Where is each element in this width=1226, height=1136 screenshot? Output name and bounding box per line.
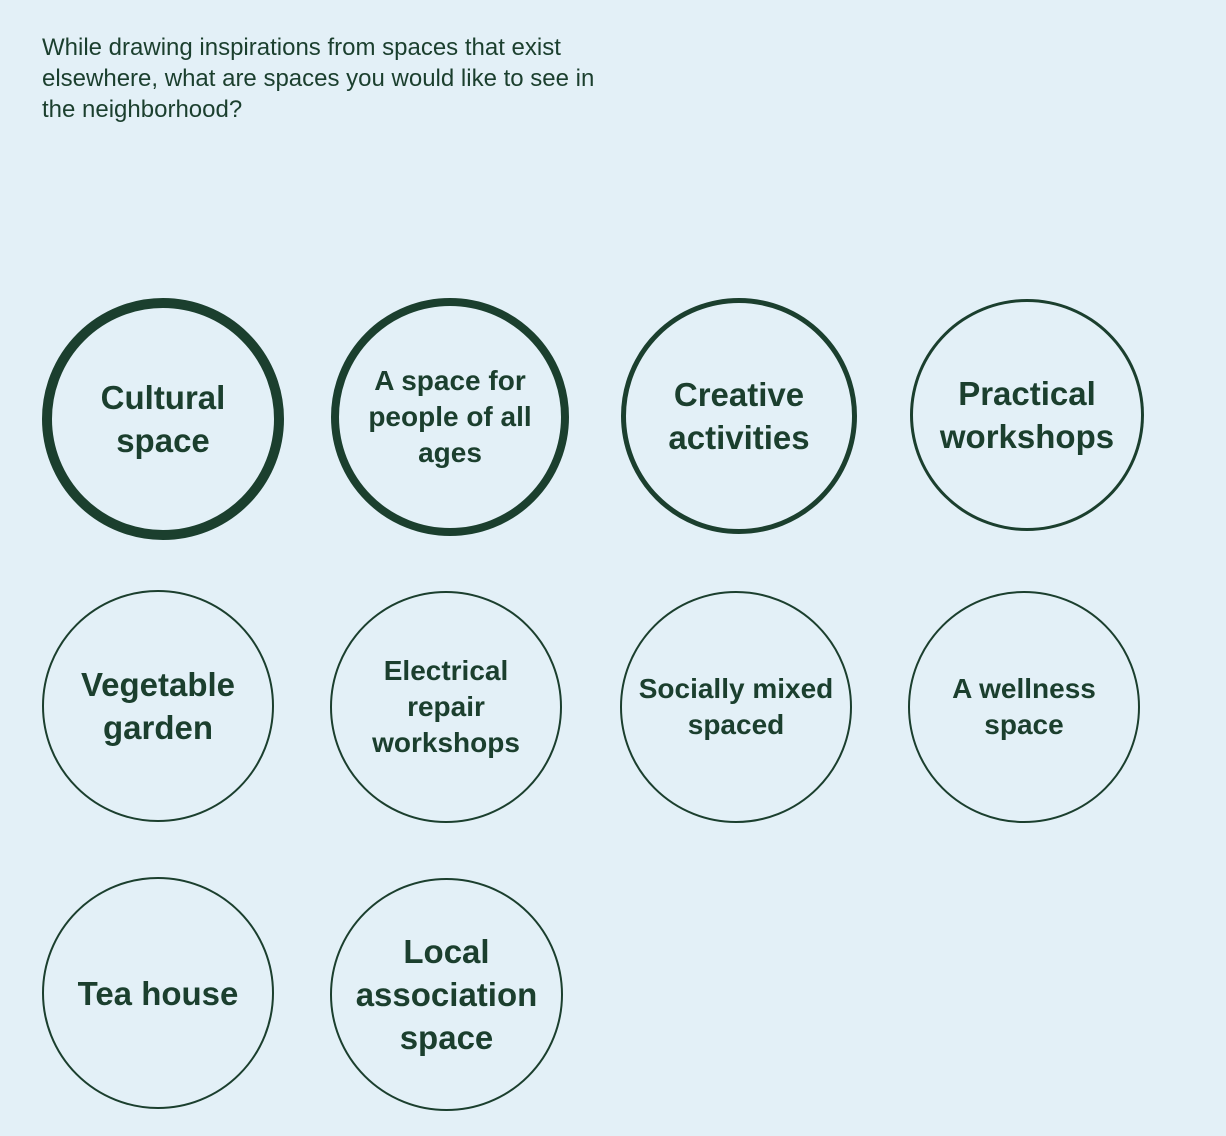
option-wellness-space[interactable]: A wellness space [908, 591, 1140, 823]
option-label: Cultural space [100, 379, 226, 459]
option-label: Electrical repair workshops [372, 655, 520, 758]
option-space-for-all-ages[interactable]: A space for people of all ages [331, 298, 569, 536]
question-text: While drawing inspirations from spaces t… [42, 34, 595, 123]
option-label: Tea house [77, 974, 239, 1012]
option-cultural-space[interactable]: Cultural space [42, 298, 284, 540]
option-label: Practical workshops [939, 375, 1115, 455]
option-label: A wellness space [952, 673, 1096, 740]
option-tea-house[interactable]: Tea house [42, 877, 274, 1109]
option-label: Local association space [355, 933, 538, 1056]
option-label: Socially mixed spaced [638, 673, 834, 740]
option-label: Vegetable garden [80, 666, 236, 746]
option-socially-mixed-spaced[interactable]: Socially mixed spaced [620, 591, 852, 823]
option-label: A space for people of all ages [368, 365, 532, 468]
option-practical-workshops[interactable]: Practical workshops [910, 299, 1144, 531]
option-label: Creative activities [668, 376, 810, 456]
option-vegetable-garden[interactable]: Vegetable garden [42, 590, 274, 822]
option-creative-activities[interactable]: Creative activities [621, 298, 857, 534]
option-local-association-space[interactable]: Local association space [330, 878, 563, 1111]
option-electrical-repair-workshops[interactable]: Electrical repair workshops [330, 591, 562, 823]
